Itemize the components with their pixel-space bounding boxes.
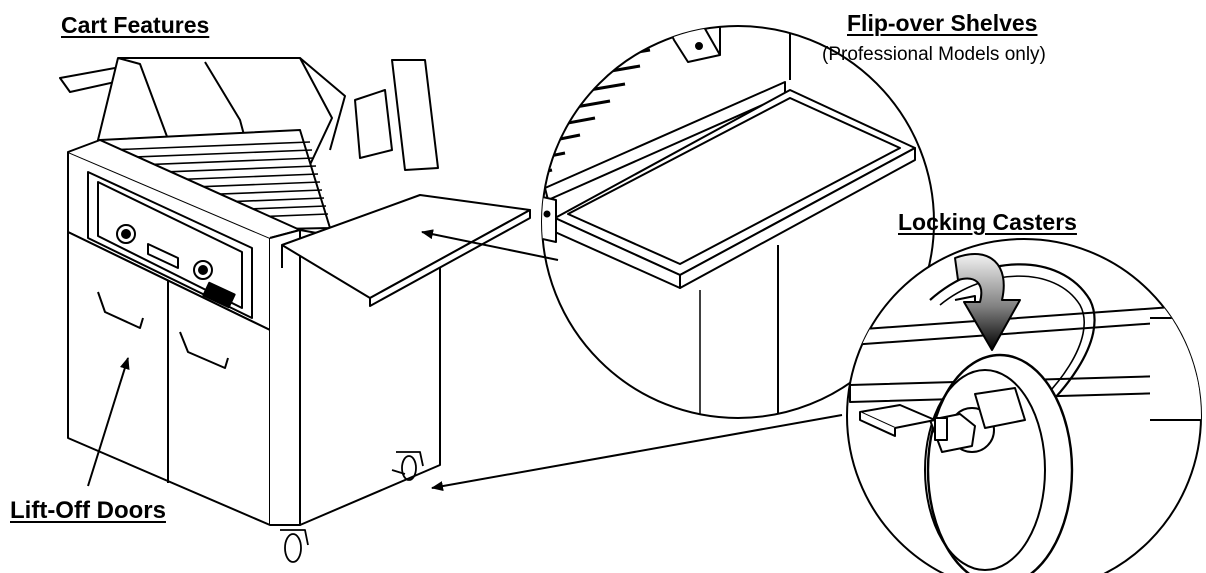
- lift-off-doors-label: Lift-Off Doors: [10, 497, 166, 524]
- locking-caster-closeup: [846, 238, 1202, 573]
- caster-callout-arrow: [431, 414, 843, 491]
- callout-arrows: [87, 229, 843, 491]
- flip-over-shelves-label: Flip-over Shelves: [847, 10, 1038, 36]
- grill-cart: [59, 57, 531, 563]
- locking-casters-label: Locking Casters: [898, 209, 1077, 235]
- door-callout-arrow: [87, 357, 130, 487]
- flip-over-shelves-note: (Professional Models only): [822, 44, 1046, 65]
- cart-features-title: Cart Features: [61, 12, 210, 38]
- shelf-callout-arrow: [421, 229, 559, 261]
